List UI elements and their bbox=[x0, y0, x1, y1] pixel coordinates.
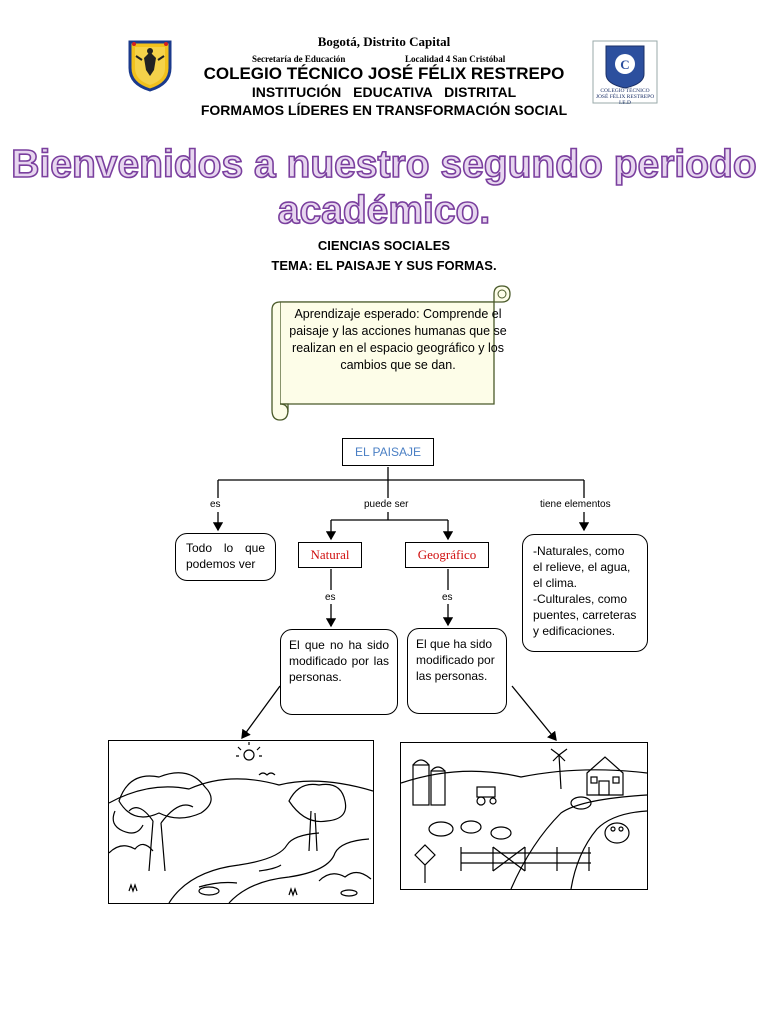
header-school-name: COLEGIO TÉCNICO JOSÉ FÉLIX RESTREPO bbox=[203, 64, 565, 83]
link-label-es: es bbox=[210, 499, 221, 510]
root-node-el-paisaje: EL PAISAJE bbox=[342, 438, 434, 466]
type-natural-box: Natural bbox=[298, 542, 362, 568]
geografico-definition-box: El que ha sido modificado por las person… bbox=[407, 628, 507, 714]
welcome-line-1: Bienvenidos a nuestro segundo periodo bbox=[10, 142, 757, 187]
svg-text:C: C bbox=[620, 57, 629, 72]
bogota-coat-of-arms-icon bbox=[128, 40, 172, 92]
header-city: Bogotá, Distrito Capital bbox=[317, 34, 451, 49]
welcome-line-2: académico. bbox=[277, 188, 491, 233]
school-crest-icon: C bbox=[592, 40, 658, 104]
learning-goal-text: Aprendizaje esperado: Comprende el paisa… bbox=[289, 307, 507, 372]
elements-natural-text: -Naturales, como el relieve, el agua, el… bbox=[533, 544, 631, 590]
elements-box: -Naturales, como el relieve, el agua, el… bbox=[522, 534, 648, 652]
farm-landscape-drawing-icon bbox=[401, 748, 647, 889]
logo-left bbox=[126, 38, 174, 92]
elements-cultural-text: -Culturales, como puentes, carreteras y … bbox=[533, 592, 637, 638]
natural-landscape-drawing-icon bbox=[109, 742, 373, 903]
crest-text-2: JOSÉ FÉLIX RESTREPO I.E.D bbox=[595, 94, 655, 106]
logo-right: C COLEGIO TÉCNICO JOSÉ FÉLIX RESTREPO I.… bbox=[592, 40, 658, 106]
header-secretaria: Secretaría de Educación bbox=[252, 54, 346, 64]
welcome-title: Bienvenidos a nuestro segundo periodo ac… bbox=[0, 142, 768, 234]
theme-title: TEMA: EL PAISAJE Y SUS FORMAS. bbox=[271, 258, 497, 273]
learning-goal-scroll bbox=[271, 285, 511, 421]
crest-text-1: COLEGIO TÉCNICO bbox=[600, 88, 650, 94]
natural-definition-box: El que no ha sido modificado por las per… bbox=[280, 629, 398, 715]
subject-title: CIENCIAS SOCIALES bbox=[317, 238, 451, 253]
definition-box: Todo lo que podemos ver bbox=[175, 533, 276, 581]
link-label-tiene-elementos: tiene elementos bbox=[540, 499, 611, 510]
header-motto: FORMAMOS LÍDERES EN TRANSFORMACIÓN SOCIA… bbox=[200, 102, 568, 118]
natural-link-label: es bbox=[325, 592, 336, 603]
geografico-link-label: es bbox=[442, 592, 453, 603]
natural-landscape-image bbox=[108, 740, 374, 904]
header-localidad: Localidad 4 San Cristóbal bbox=[405, 54, 506, 64]
header-institution: INSTITUCIÓN EDUCATIVA DISTRITAL bbox=[251, 84, 517, 100]
type-geografico-box: Geográfico bbox=[405, 542, 489, 568]
link-label-puede-ser: puede ser bbox=[364, 499, 409, 510]
geographic-landscape-image bbox=[400, 742, 648, 890]
